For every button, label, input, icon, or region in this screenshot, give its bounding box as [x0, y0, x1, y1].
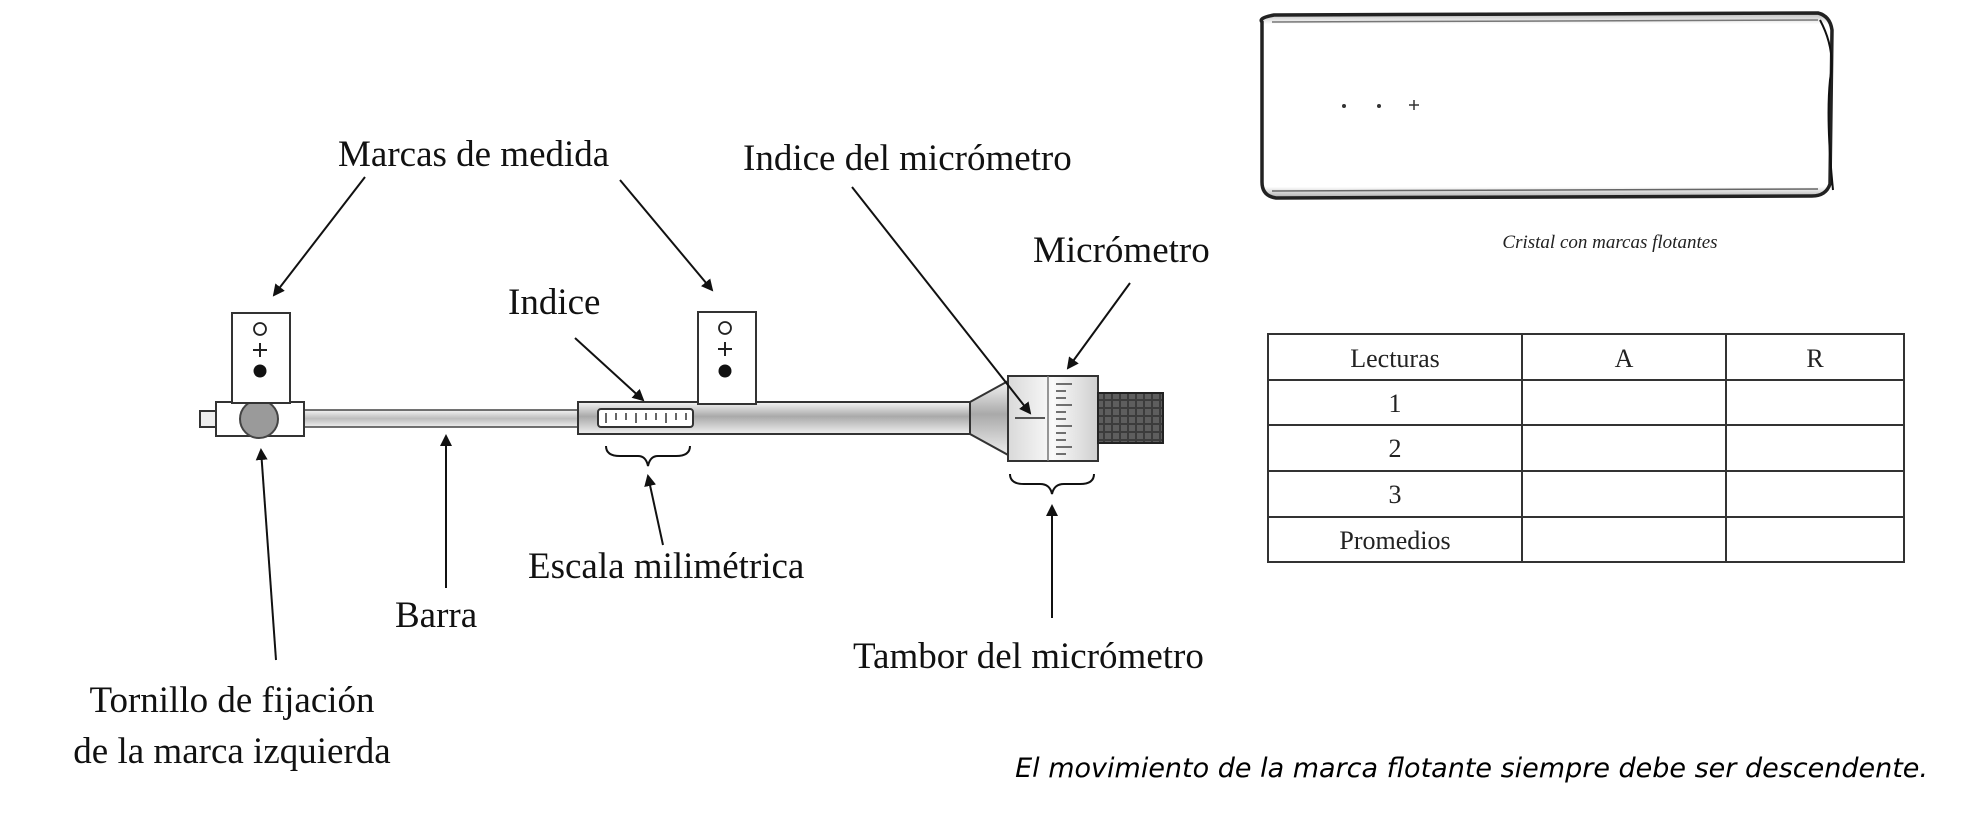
right-mark-circle-icon	[719, 322, 731, 334]
table-header-a: A	[1615, 344, 1634, 373]
table-header-lecturas: Lecturas	[1350, 344, 1440, 373]
table-header-r: R	[1806, 344, 1824, 373]
arrow-micrometer	[1068, 283, 1130, 368]
arrow-marks-left	[274, 177, 365, 295]
arrow-scale	[648, 476, 663, 545]
scale-brace	[606, 446, 690, 466]
table-row-label: 2	[1389, 434, 1402, 463]
table-row-label: 3	[1389, 480, 1402, 509]
label-micrometro: Micrómetro	[1033, 230, 1210, 271]
arrow-index	[575, 338, 643, 400]
label-tornillo-line2: de la marca izquierda	[73, 731, 390, 772]
left-mark-dot-icon	[254, 365, 267, 378]
glass-body	[1261, 13, 1832, 198]
label-indice: Indice	[508, 282, 600, 323]
label-marcas: Marcas de medida	[338, 134, 609, 175]
label-tambor: Tambor del micrómetro	[853, 636, 1204, 677]
label-escala: Escala milimétrica	[528, 546, 804, 587]
bar	[300, 410, 582, 427]
arrow-index-micrometer	[852, 187, 1030, 413]
table-row-label: 1	[1389, 389, 1402, 418]
glass-slide	[1261, 13, 1833, 198]
label-barra: Barra	[395, 595, 477, 636]
table-row-label: Promedios	[1339, 526, 1450, 555]
left-mark-circle-icon	[254, 323, 266, 335]
arrow-screw	[261, 450, 276, 660]
note-text: El movimiento de la marca flotante siemp…	[1015, 753, 1928, 784]
drum-brace	[1010, 474, 1094, 494]
micrometer-cone	[970, 380, 1010, 456]
readings-table: Lecturas A R 1 2 3 Promedios	[1268, 334, 1904, 562]
right-mark-dot-icon	[719, 365, 732, 378]
label-tornillo-line1: Tornillo de fijación	[89, 680, 374, 721]
glass-caption: Cristal con marcas flotantes	[1502, 232, 1717, 253]
label-indice-micrometro: Indice del micrómetro	[743, 138, 1072, 179]
floating-mark-circle-icon	[1342, 104, 1346, 108]
micrometer-knob	[1098, 393, 1163, 443]
fixing-screw	[240, 400, 278, 438]
instrument	[200, 312, 1163, 494]
arrow-marks-right	[620, 180, 712, 290]
floating-mark-dot-icon	[1377, 104, 1381, 108]
